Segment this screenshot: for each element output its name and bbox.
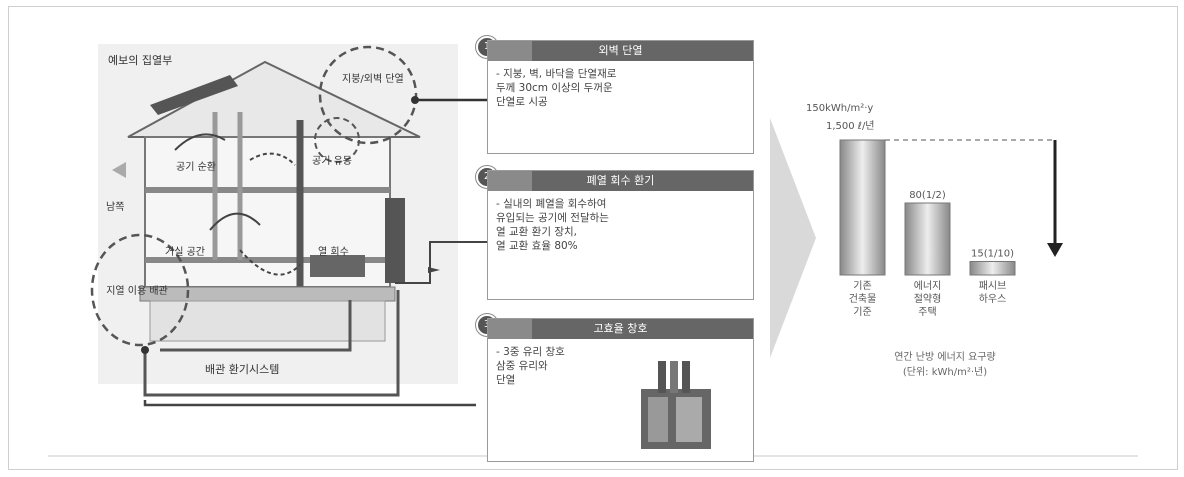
panel-1-line: - 지붕, 벽, 바닥을 단열재로 xyxy=(496,68,617,80)
air-flow-label: 공기 유동 xyxy=(312,156,352,167)
panel-3-line: 단열 xyxy=(496,374,516,386)
chart-caption-1: 연간 난방 에너지 요구량 xyxy=(894,352,996,363)
roof-wall-label: 지붕/외벽 단열 xyxy=(342,74,404,85)
panel-ventilation: 폐열 회수 환기 - 실내의 폐열을 회수하여 유입되는 공기에 전달하는 열 … xyxy=(487,170,754,300)
chart-category-label: 기준 xyxy=(853,306,871,318)
panel-3-line: - 3중 유리 창호 xyxy=(496,346,565,358)
panel-3-title: 고효율 창호 xyxy=(593,322,648,335)
chart-bar-label: 15(1/10) xyxy=(971,249,1014,260)
panel-1-body: - 지붕, 벽, 바닥을 단열재로 두께 30cm 이상의 두꺼운 단열로 시공 xyxy=(488,61,753,115)
living-label: 거실 공간 xyxy=(165,247,205,258)
transition-arrow xyxy=(770,118,816,358)
panel-windows: 고효율 창호 - 3중 유리 창호 삼중 유리와 단열 xyxy=(487,318,754,462)
chart-caption-2: (단위: kWh/m²·년) xyxy=(902,367,988,378)
panel-3-line: 삼중 유리와 xyxy=(496,360,548,372)
chart-bar xyxy=(904,202,951,276)
house-illustration xyxy=(90,45,490,407)
solar-panel xyxy=(150,75,238,115)
reduction-arrowhead xyxy=(1047,243,1063,257)
panel-3-body: - 3중 유리 창호 삼중 유리와 단열 xyxy=(488,339,753,393)
panel-1-line: 두께 30cm 이상의 두꺼운 xyxy=(496,82,613,94)
south-label: 남쪽 xyxy=(106,202,125,213)
panel-1-title: 외벽 단열 xyxy=(598,44,643,57)
chart-category-label: 기존 xyxy=(853,280,871,292)
chart-category-label: 패시브 xyxy=(979,280,1007,292)
chart-category-label: 하우스 xyxy=(979,292,1007,305)
panel-2-title: 폐열 회수 환기 xyxy=(586,174,655,187)
window-frame-illustration xyxy=(641,361,711,449)
ground-pipe-label: 지열 이용 배관 xyxy=(106,286,168,297)
panel-2-line: 열 교환 환기 장치, xyxy=(496,226,577,238)
panel-1-header: 외벽 단열 xyxy=(488,41,753,61)
chart-top-note-2: 1,500 ℓ/년 xyxy=(826,121,875,132)
chart-category-label: 주택 xyxy=(918,306,936,318)
panel-2-line: 유입되는 공기에 전달하는 xyxy=(496,212,609,224)
chart-bar-label: 80(1/2) xyxy=(909,190,946,201)
circulation-label: 공기 순환 xyxy=(176,162,216,173)
collector-label: 예보의 집열부 xyxy=(108,54,173,67)
panel-3-header: 고효율 창호 xyxy=(488,319,753,339)
ventilation-system-label: 배관 환기시스템 xyxy=(205,363,280,376)
panel-2-line: - 실내의 폐열을 회수하여 xyxy=(496,198,607,210)
heat-exchange-label: 열 회수 xyxy=(318,247,349,258)
panel-1-line: 단열로 시공 xyxy=(496,96,548,108)
chart-bar xyxy=(969,261,1016,276)
chart-category-label: 절약형 xyxy=(914,292,942,305)
panel-insulation: 외벽 단열 - 지붕, 벽, 바닥을 단열재로 두께 30cm 이상의 두꺼운 … xyxy=(487,40,754,154)
chart-category-label: 건축물 xyxy=(849,293,877,305)
chart-top-note-1: 150kWh/m²·y xyxy=(806,103,874,114)
panel-2-line: 열 교환 효율 80% xyxy=(496,240,578,252)
panel-2-body: - 실내의 폐열을 회수하여 유입되는 공기에 전달하는 열 교환 환기 장치,… xyxy=(488,191,753,259)
chart-category-label: 에너지 xyxy=(914,280,942,292)
panel-2-header: 폐열 회수 환기 xyxy=(488,171,753,191)
chart-bar xyxy=(839,139,886,276)
